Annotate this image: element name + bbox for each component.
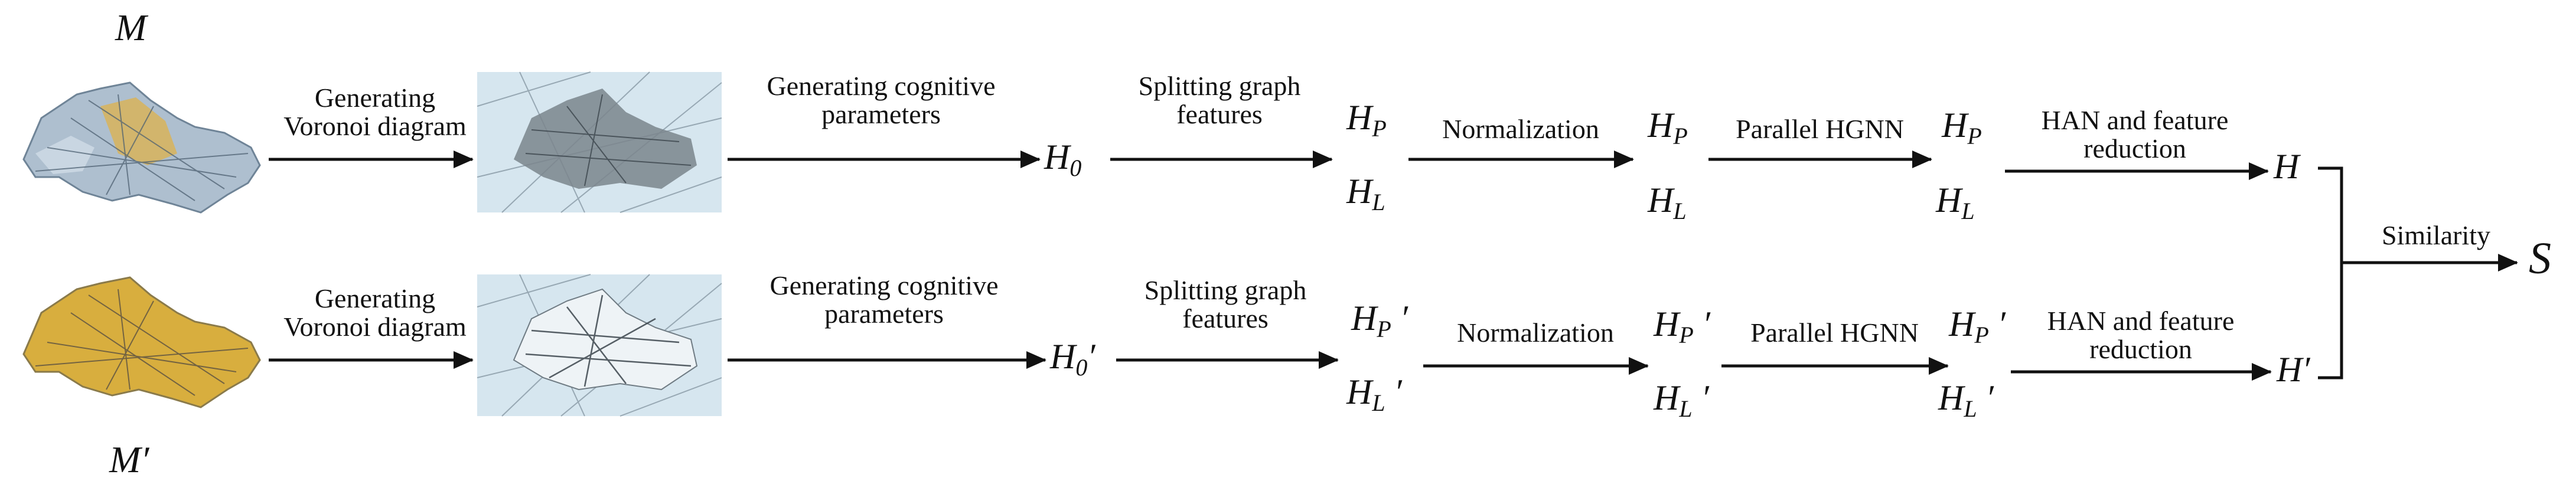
var-hp-top-1: HP bbox=[1346, 98, 1387, 142]
voronoi-image-bottom bbox=[477, 274, 722, 417]
var-hl-bottom-2: HL ′ bbox=[1654, 378, 1709, 422]
var-hp-bottom-2: HP ′ bbox=[1654, 305, 1710, 348]
var-hl-top-2: HL bbox=[1648, 181, 1687, 224]
step-cognitive-label-bottom: Generating cognitive parameters bbox=[769, 270, 999, 329]
var-h-bottom-out: H′ bbox=[2277, 350, 2310, 389]
var-hl-bottom-1: HL ′ bbox=[1346, 372, 1402, 416]
step-hgnn-label-top: Parallel HGNN bbox=[1736, 114, 1904, 144]
step-normalization-label-top: Normalization bbox=[1442, 114, 1599, 144]
step-han-label-bottom: HAN and feature reduction bbox=[2047, 306, 2235, 365]
var-h0-bottom: H0′ bbox=[1050, 337, 1095, 381]
step-normalization-label-bottom: Normalization bbox=[1457, 318, 1614, 348]
var-hp-top-2: HP bbox=[1648, 106, 1688, 149]
similarity-result: S bbox=[2529, 234, 2551, 283]
step-voronoi-label-top: Generating Voronoi diagram bbox=[283, 83, 467, 142]
var-hl-bottom-3: HL ′ bbox=[1938, 378, 1994, 422]
var-h0-top: H0 bbox=[1044, 138, 1082, 181]
city-map-bottom bbox=[22, 276, 261, 408]
merge-bracket bbox=[2318, 166, 2343, 380]
step-cognitive-label-top: Generating cognitive parameters bbox=[767, 71, 996, 130]
similarity-label: Similarity bbox=[2382, 220, 2490, 250]
var-h-top-out: H bbox=[2274, 147, 2300, 186]
var-hp-bottom-1: HP ′ bbox=[1351, 299, 1408, 342]
var-hp-top-3: HP bbox=[1942, 106, 1982, 149]
city-map-top bbox=[22, 81, 261, 214]
step-split-label-top: Splitting graph features bbox=[1138, 71, 1301, 130]
map-label-top: M bbox=[115, 6, 147, 48]
var-hl-top-1: HL bbox=[1346, 172, 1385, 215]
step-voronoi-label-bottom: Generating Voronoi diagram bbox=[283, 283, 467, 342]
var-hp-bottom-3: HP ′ bbox=[1949, 305, 2006, 348]
step-han-label-top: HAN and feature reduction bbox=[2041, 105, 2229, 164]
var-hl-top-3: HL bbox=[1936, 181, 1975, 224]
map-label-bottom: M′ bbox=[109, 439, 149, 480]
step-hgnn-label-bottom: Parallel HGNN bbox=[1750, 318, 1919, 348]
step-split-label-bottom: Splitting graph features bbox=[1144, 275, 1307, 334]
voronoi-image-top bbox=[477, 71, 722, 213]
